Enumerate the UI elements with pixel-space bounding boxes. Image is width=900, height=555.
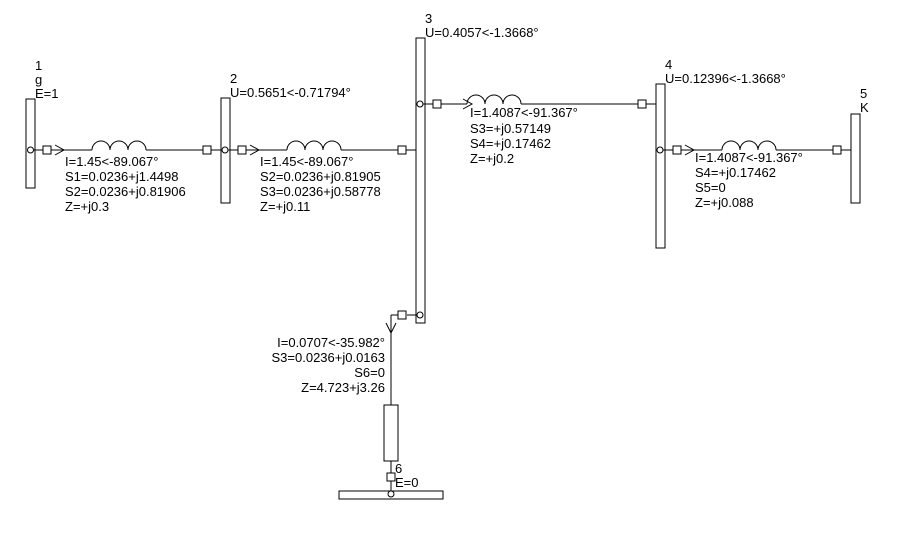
branch-3-6-current: I=0.0707<-35.982° — [277, 335, 385, 350]
branch-1-2-s-from: S1=0.0236+j1.4498 — [65, 169, 179, 184]
branch-2-3-s-from: S2=0.0236+j0.81905 — [260, 169, 381, 184]
branch-3-4-start-switch[interactable] — [432, 99, 442, 109]
bus-5-name: K — [860, 100, 869, 115]
branch-1-2-start-switch[interactable] — [42, 145, 52, 155]
bus-5-bar[interactable] — [850, 113, 861, 204]
reactor-2-3-icon — [286, 140, 342, 151]
branch-1-2-s-to: S2=0.0236+j0.81906 — [65, 184, 186, 199]
bus-3-number: 3 — [425, 11, 432, 26]
branch-4-5-direction-arrow — [684, 144, 696, 156]
branch-3-6-impedance: Z=4.723+j3.26 — [301, 380, 385, 395]
reactor-1-2-icon — [91, 140, 147, 151]
branch-3-6-s-from: S3=0.0236+j0.0163 — [272, 350, 386, 365]
branch-3-4-direction-arrow — [462, 98, 474, 110]
branch-3-6-s-to: S6=0 — [354, 365, 385, 380]
branch-3-6[interactable]: I=0.0707<-35.982° S3=0.0236+j0.0163 S6=0… — [272, 310, 424, 498]
bus-4-bar[interactable] — [655, 83, 666, 249]
reactor-4-5-icon — [721, 140, 777, 151]
branch-3-4[interactable]: I=1.4087<-91.367° S3=+j0.57149 S4=+j0.17… — [416, 94, 664, 166]
branch-4-5-start-switch[interactable] — [672, 145, 682, 155]
bus-1-bar[interactable] — [25, 98, 36, 189]
branch-2-3-current: I=1.45<-89.067° — [260, 154, 353, 169]
load-resistor-icon — [383, 404, 399, 462]
branch-3-4-s-from: S3=+j0.57149 — [470, 121, 551, 136]
reactor-3-4-icon — [466, 94, 522, 105]
branch-2-3[interactable]: I=1.45<-89.067° S2=0.0236+j0.81905 S3=0.… — [221, 140, 424, 214]
bus-1-number: 1 — [35, 58, 42, 73]
branch-3-6-start-switch[interactable] — [397, 310, 407, 320]
branch-3-4-current: I=1.4087<-91.367° — [470, 105, 578, 120]
bus-4[interactable]: 4 U=0.12396<-1.3668° — [655, 57, 786, 249]
branch-2-3-impedance: Z=+j0.11 — [260, 199, 310, 214]
branch-3-4-start-node — [416, 100, 424, 108]
branch-2-3-direction-arrow — [249, 144, 261, 156]
branch-1-2-direction-arrow — [54, 144, 66, 156]
bus-5-number: 5 — [860, 86, 867, 101]
branch-4-5[interactable]: I=1.4087<-91.367° S4=+j0.17462 S5=0 Z=+j… — [656, 140, 859, 210]
bus-6-emf: E=0 — [395, 475, 419, 490]
branch-4-5-impedance: Z=+j0.088 — [695, 195, 754, 210]
branch-4-5-s-from: S4=+j0.17462 — [695, 165, 776, 180]
bus-4-voltage: U=0.12396<-1.3668° — [665, 71, 786, 86]
branch-2-3-start-switch[interactable] — [237, 145, 247, 155]
bus-2-number: 2 — [230, 71, 237, 86]
bus-6-node — [387, 490, 395, 498]
branch-3-4-end-switch[interactable] — [637, 99, 647, 109]
bus-4-number: 4 — [665, 57, 672, 72]
bus-1-name: g — [35, 72, 42, 87]
branch-1-2-current: I=1.45<-89.067° — [65, 154, 158, 169]
branch-3-6-end-switch[interactable] — [386, 472, 396, 482]
bus-3-bar[interactable] — [415, 37, 426, 324]
branch-4-5-start-node — [656, 146, 664, 154]
bus-1[interactable]: 1 g E=1 — [25, 58, 59, 189]
branch-4-5-s-to: S5=0 — [695, 180, 726, 195]
branch-3-6-direction-arrow — [385, 322, 397, 335]
bus-1-emf: E=1 — [35, 86, 59, 101]
branch-1-2-impedance: Z=+j0.3 — [65, 199, 109, 214]
branch-1-2-start-node — [27, 146, 34, 154]
bus-5[interactable]: 5 K — [850, 86, 869, 204]
branch-3-4-impedance: Z=+j0.2 — [470, 151, 514, 166]
branch-1-2-end-switch[interactable] — [202, 145, 212, 155]
bus-3-voltage: U=0.4057<-1.3668° — [425, 25, 539, 40]
branch-3-6-start-node — [416, 311, 424, 319]
branch-2-3-s-to: S3=0.0236+j0.58778 — [260, 184, 381, 199]
bus-2-voltage: U=0.5651<-0.71794° — [230, 85, 351, 100]
branch-2-3-end-switch[interactable] — [397, 145, 407, 155]
bus-6-number: 6 — [395, 461, 402, 476]
branch-2-3-start-node — [221, 146, 229, 154]
branch-3-4-s-to: S4=+j0.17462 — [470, 136, 551, 151]
branch-1-2[interactable]: I=1.45<-89.067° S1=0.0236+j1.4498 S2=0.0… — [27, 140, 229, 214]
branch-4-5-current: I=1.4087<-91.367° — [695, 150, 803, 165]
branch-4-5-end-switch[interactable] — [832, 145, 842, 155]
bus-3[interactable]: 3 U=0.4057<-1.3668° — [415, 11, 539, 324]
bus-6[interactable]: 6 E=0 — [338, 461, 444, 500]
